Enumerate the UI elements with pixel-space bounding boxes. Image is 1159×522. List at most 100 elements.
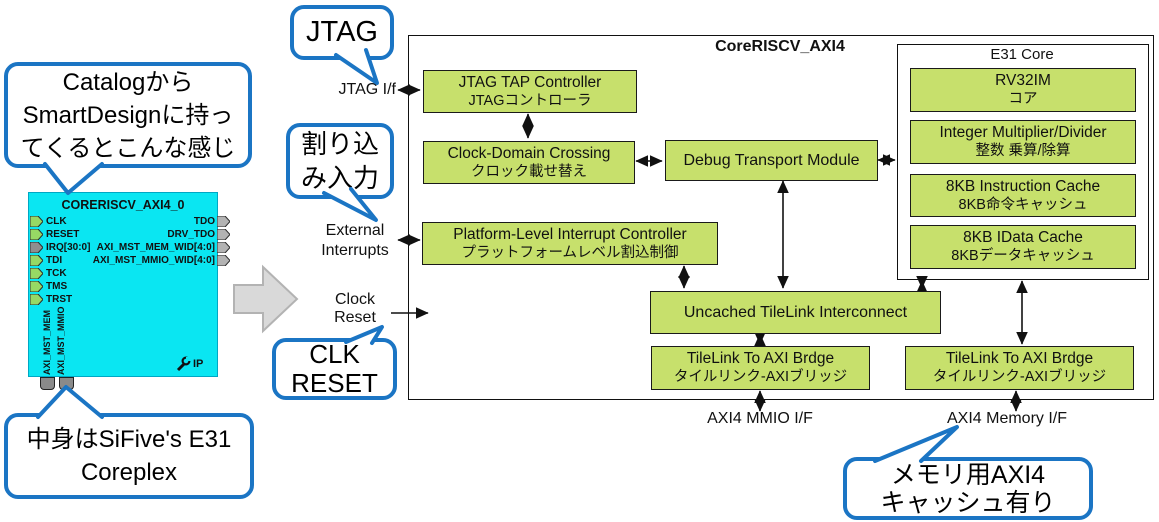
callout-inside-e31: 中身はSiFive's E31 Coreplex: [4, 413, 254, 499]
block-label-en: 8KB Instruction Cache: [945, 177, 1101, 195]
port-reset: RESET: [30, 228, 79, 240]
block-label-jp: JTAGコントローラ: [468, 92, 592, 109]
block-plic: Platform-Level Interrupt Controller プラット…: [422, 222, 718, 265]
tail-memory-axi4: [873, 425, 959, 463]
port-label: TRST: [46, 293, 73, 305]
port-label: TDI: [46, 254, 63, 266]
callout-memory-axi4: メモリ用AXI4 キャッシュ有り: [843, 457, 1093, 520]
block-uncached-tilelink-interconnect: Uncached TileLink Interconnect: [650, 291, 941, 334]
callout-line: Catalogから: [62, 68, 194, 96]
port-label: AXI_MST_MEM_WID[4:0]: [96, 241, 215, 253]
bottom-bus-pad-icon: [40, 377, 55, 390]
callout-line: Coreplex: [80, 459, 178, 486]
block-label-en: TileLink To AXI Brdge: [686, 350, 835, 367]
block-label-jp: タイルリンク-AXIブリッジ: [673, 369, 848, 385]
block-data-cache: 8KB IData Cache 8KBデータキャッシュ: [910, 225, 1136, 269]
block-label-jp: プラットフォームレベル割込制御: [461, 244, 679, 261]
input-port-icon: [30, 228, 43, 240]
callout-line: SmartDesignに持っ: [22, 101, 234, 129]
signal-arrows: [391, 84, 1028, 412]
port-tdo: TDO: [59, 215, 230, 227]
label-axi4-memory-if: AXI4 Memory I/F: [946, 410, 1068, 427]
input-port-icon: [30, 280, 43, 292]
label-axi4-mmio-if: AXI4 MMIO I/F: [707, 410, 813, 427]
bus-port-icon: [30, 241, 43, 253]
output-port-icon: [217, 254, 230, 266]
block-label-en: Integer Multiplier/Divider: [939, 124, 1107, 141]
port-trst: TRST: [30, 293, 72, 305]
port-axi-mst-mmio-wid: AXI_MST_MMIO_WID[4:0]: [59, 254, 230, 266]
tail-interrupt: [322, 187, 378, 222]
smartdesign-instance: CORERISCV_AXI4_0 CLK RESET IRQ[30:0] TDI…: [28, 192, 230, 390]
port-tck: TCK: [30, 267, 67, 279]
block-label-jp: 8KBデータキャッシュ: [951, 248, 1095, 264]
block-label-en: TileLink To AXI Brdge: [945, 350, 1094, 367]
ip-badge: IP: [175, 356, 203, 372]
port-label: TDO: [193, 215, 215, 227]
input-port-icon: [30, 254, 43, 266]
port-tdi: TDI: [30, 254, 62, 266]
callout-line: CLK: [309, 339, 360, 369]
instance-title: CORERISCV_AXI4_0: [61, 198, 185, 212]
block-label-en: Debug Transport Module: [683, 152, 860, 169]
e31-core-title: E31 Core: [990, 46, 1054, 63]
label-clock-reset: Clock Reset: [330, 291, 380, 327]
port-label: CLK: [46, 215, 67, 227]
callout-line: メモリ用AXI4: [890, 460, 1046, 489]
block-tilelink-axi-bridge-memory: TileLink To AXI Brdge タイルリンク-AXIブリッジ: [905, 346, 1134, 390]
block-instruction-cache: 8KB Instruction Cache 8KB命令キャッシュ: [910, 174, 1136, 217]
output-port-icon: [217, 228, 230, 240]
tail-clk-reset: [344, 325, 384, 345]
port-axi-mst-mem-wid: AXI_MST_MEM_WID[4:0]: [59, 241, 230, 253]
port-label: TCK: [46, 267, 67, 279]
output-port-icon: [217, 215, 230, 227]
block-label-jp: 8KB命令キャッシュ: [958, 196, 1088, 213]
tail-inside-e31: [36, 385, 104, 419]
callout-line: 割り込: [300, 129, 379, 159]
block-integer-mul-div: Integer Multiplier/Divider 整数 乗算/除算: [910, 120, 1136, 164]
callout-line: RESET: [291, 368, 378, 398]
label-external-interrupts: External Interrupts: [312, 221, 398, 261]
port-drv-tdo: DRV_TDO: [59, 228, 230, 240]
label-line: Reset: [334, 309, 376, 326]
big-right-arrow-icon: [233, 264, 299, 334]
block-label-en: Clock-Domain Crossing: [447, 144, 611, 162]
callout-line: キャッシュ有り: [880, 488, 1056, 517]
port-tms: TMS: [30, 280, 67, 292]
block-label-jp: クロック載せ替え: [471, 163, 587, 180]
callout-line: 中身はSiFive's E31: [26, 426, 232, 453]
block-tilelink-axi-bridge-mmio: TileLink To AXI Brdge タイルリンク-AXIブリッジ: [651, 346, 870, 390]
block-debug-transport-module: Debug Transport Module: [665, 140, 878, 181]
port-clk: CLK: [30, 215, 67, 227]
port-label: IRQ[30:0]: [46, 241, 91, 253]
block-rv32im-core: RV32IM コア: [910, 68, 1136, 112]
block-label-jp: タイルリンク-AXIブリッジ: [932, 369, 1107, 385]
input-port-icon: [30, 267, 43, 279]
output-port-icon: [217, 241, 230, 253]
label-line: Interrupts: [321, 242, 389, 259]
port-label: TMS: [46, 280, 68, 292]
callout-jtag: JTAG: [290, 5, 394, 60]
callout-clk-reset: CLK RESET: [272, 338, 397, 400]
block-label-jp: 整数 乗算/除算: [975, 143, 1071, 159]
block-label-en: Platform-Level Interrupt Controller: [453, 225, 687, 243]
label-line: External: [325, 222, 385, 239]
port-irq: IRQ[30:0]: [30, 241, 90, 253]
label-line: Clock: [334, 291, 375, 308]
tail-jtag: [334, 48, 379, 85]
block-label-jp: コア: [1008, 91, 1038, 107]
wrench-icon: [176, 356, 191, 372]
input-port-icon: [30, 215, 43, 227]
callout-line: み入力: [300, 163, 379, 193]
diagram-title: CoreRISCV_AXI4: [715, 38, 845, 55]
block-label-en: Uncached TileLink Interconnect: [683, 304, 908, 321]
callout-catalog: Catalogから SmartDesignに持っ てくるとこんな感じ: [4, 62, 252, 168]
ip-badge-text: IP: [193, 358, 204, 370]
port-label: DRV_TDO: [167, 228, 215, 240]
block-label-en: 8KB IData Cache: [963, 229, 1083, 246]
label-jtag-if: JTAG I/f: [338, 81, 396, 98]
callout-line: JTAG: [306, 16, 378, 48]
